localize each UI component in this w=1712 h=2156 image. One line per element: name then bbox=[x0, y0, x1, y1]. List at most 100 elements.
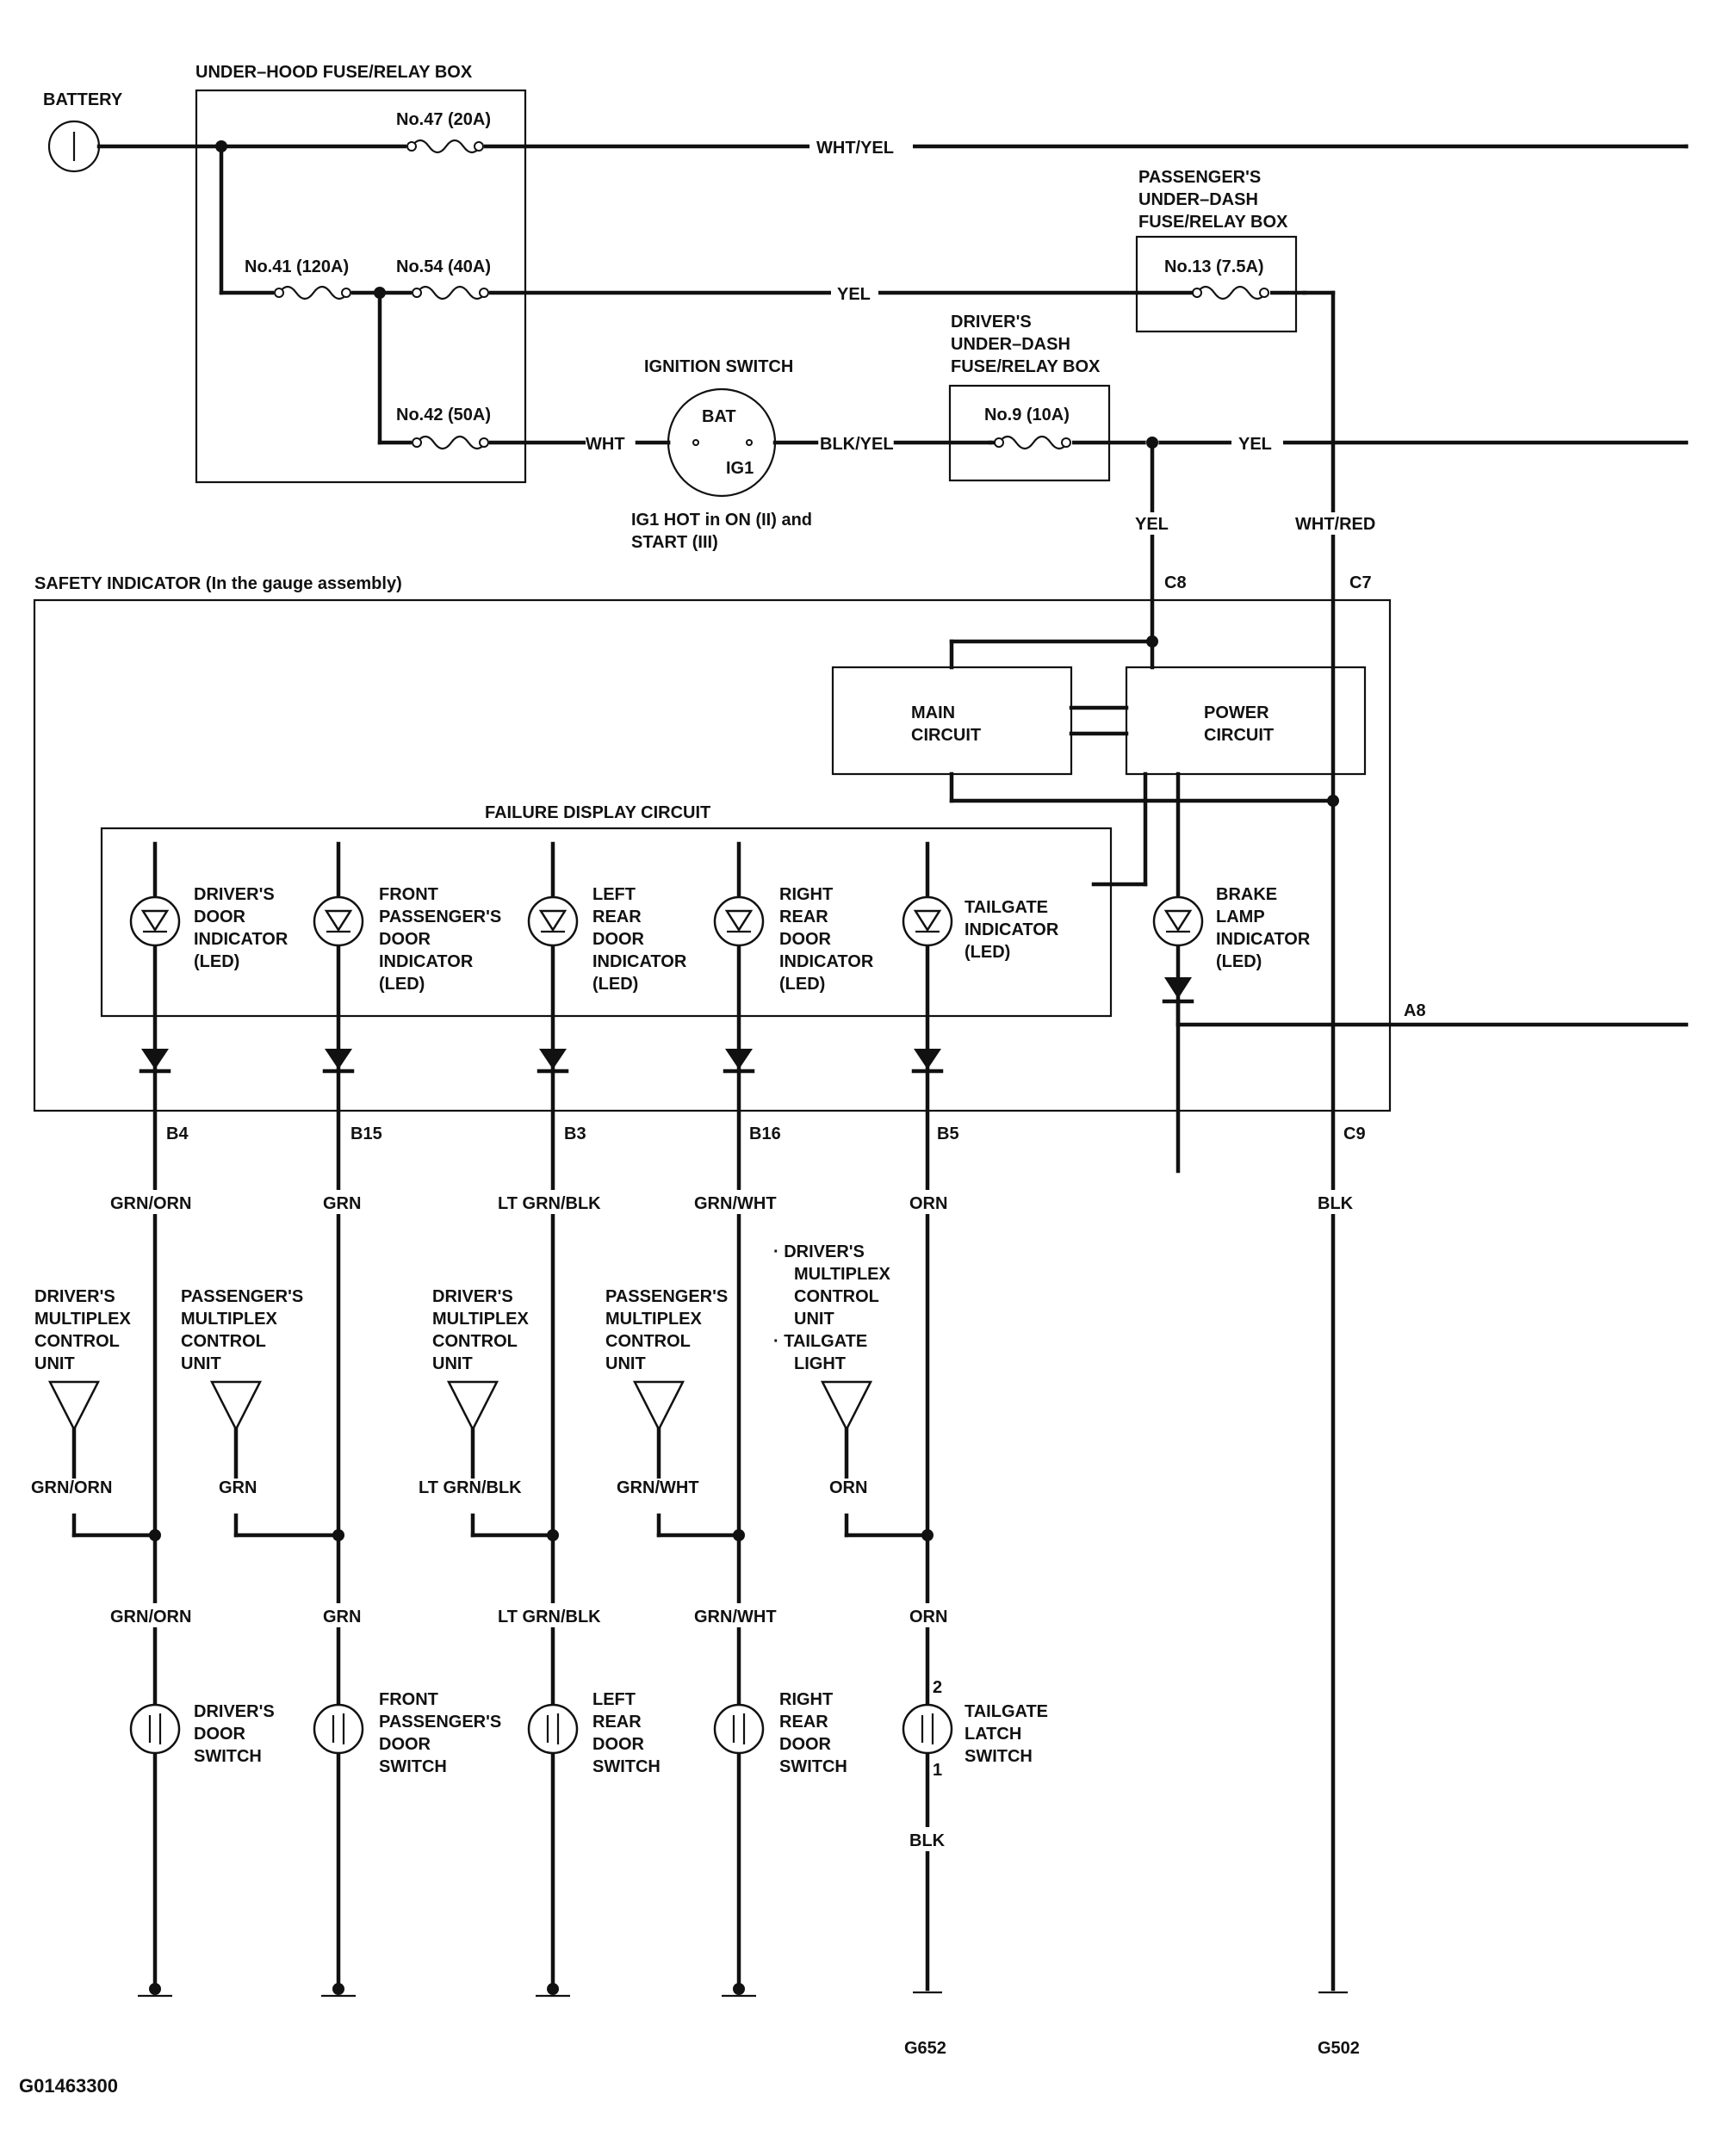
wire2-c5: ORN bbox=[909, 1608, 947, 1626]
power-circuit-block bbox=[1125, 666, 1367, 776]
wire-c9-color: BLK bbox=[1318, 1194, 1354, 1213]
sw3-l3: DOOR bbox=[592, 1735, 645, 1754]
failure-display-label: FAILURE DISPLAY CIRCUIT bbox=[485, 803, 710, 822]
sw5-l1: TAILGATE bbox=[965, 1702, 1048, 1721]
cu2-l4: UNIT bbox=[181, 1354, 221, 1373]
ground-points bbox=[138, 1983, 1348, 1998]
power-circuit-line1: POWER bbox=[1204, 703, 1269, 722]
led-labels: DRIVER'S DOOR INDICATOR (LED) FRONT PASS… bbox=[194, 885, 1059, 994]
wire-wht-yel: WHT/YEL bbox=[816, 139, 894, 158]
fuse-41-symbol bbox=[274, 282, 351, 303]
sw5-l2: LATCH bbox=[965, 1725, 1021, 1744]
led3-l2: REAR bbox=[592, 908, 642, 926]
connector-b16: B16 bbox=[749, 1124, 781, 1143]
sw2-l1: FRONT bbox=[379, 1690, 438, 1709]
led4-l2: REAR bbox=[779, 908, 828, 926]
connector-b3: B3 bbox=[564, 1124, 586, 1143]
led2-l4: INDICATOR bbox=[379, 952, 474, 971]
wire2-c3: LT GRN/BLK bbox=[498, 1608, 601, 1626]
tailgate-pin-2: 2 bbox=[933, 1678, 942, 1697]
battery-label: BATTERY bbox=[43, 90, 123, 109]
connector-a8: A8 bbox=[1404, 1001, 1426, 1020]
connector-b4: B4 bbox=[166, 1124, 189, 1143]
wire-wht-red: WHT/RED bbox=[1295, 515, 1375, 534]
led2-l2: PASSENGER'S bbox=[379, 908, 501, 926]
led1-l2: DOOR bbox=[194, 908, 246, 926]
ground-g502: G502 bbox=[1318, 2039, 1360, 2058]
passenger-box-line2: UNDER–DASH bbox=[1138, 190, 1258, 209]
ignition-bat: BAT bbox=[702, 407, 736, 426]
switch-labels: DRIVER'S DOOR SWITCH FRONT PASSENGER'S D… bbox=[194, 1690, 1048, 1776]
sw2-l3: DOOR bbox=[379, 1735, 431, 1754]
sw3-l1: LEFT bbox=[592, 1690, 636, 1709]
cu5-l6: LIGHT bbox=[794, 1354, 846, 1373]
wire-yel-upper: YEL bbox=[837, 285, 871, 304]
cu5-l2: MULTIPLEX bbox=[794, 1265, 891, 1284]
cu4-l1: PASSENGER'S bbox=[605, 1287, 728, 1306]
wire-b15-color: GRN bbox=[323, 1194, 361, 1213]
cu2-l1: PASSENGER'S bbox=[181, 1287, 303, 1306]
fuse-54-label: No.54 (40A) bbox=[396, 257, 491, 276]
led5-l3: (LED) bbox=[965, 943, 1010, 962]
battery bbox=[47, 120, 101, 173]
led1-l4: (LED) bbox=[194, 952, 239, 971]
sw4-l3: DOOR bbox=[779, 1735, 832, 1754]
branch5-color: ORN bbox=[829, 1478, 867, 1497]
switch-2 bbox=[313, 1703, 364, 1755]
sw2-l2: PASSENGER'S bbox=[379, 1713, 501, 1732]
brake-led-line2: LAMP bbox=[1216, 908, 1265, 926]
wire-yel-driver: YEL bbox=[1238, 435, 1272, 454]
driver-box-line1: DRIVER'S bbox=[951, 313, 1032, 331]
cu1-l1: DRIVER'S bbox=[34, 1287, 115, 1306]
connector-b15: B15 bbox=[350, 1124, 382, 1143]
cu4-l3: CONTROL bbox=[605, 1332, 691, 1351]
tailgate-pin-1: 1 bbox=[933, 1761, 942, 1780]
column-2 bbox=[313, 841, 364, 1992]
wire2-c4: GRN/WHT bbox=[694, 1608, 777, 1626]
branch4-color: GRN/WHT bbox=[617, 1478, 699, 1497]
connector-c7: C7 bbox=[1349, 573, 1372, 592]
door-switches bbox=[129, 1703, 953, 1755]
led1-l1: DRIVER'S bbox=[194, 885, 275, 904]
under-hood-fuse-box-label: UNDER–HOOD FUSE/RELAY BOX bbox=[195, 63, 473, 82]
ground-g652: G652 bbox=[904, 2039, 946, 2058]
fuse-41-label: No.41 (120A) bbox=[245, 257, 349, 276]
branch2-color: GRN bbox=[219, 1478, 257, 1497]
column-1 bbox=[129, 841, 181, 1992]
ignition-note-line2: START (III) bbox=[631, 533, 718, 552]
main-circuit-line2: CIRCUIT bbox=[911, 726, 981, 745]
control-unit-labels: DRIVER'S MULTIPLEX CONTROL UNIT PASSENGE… bbox=[34, 1242, 891, 1373]
column-3 bbox=[527, 841, 579, 1992]
wire-b16-color: GRN/WHT bbox=[694, 1194, 777, 1213]
connector-c8: C8 bbox=[1164, 573, 1187, 592]
switch-5 bbox=[902, 1703, 953, 1755]
branch1-color: GRN/ORN bbox=[31, 1478, 112, 1497]
led3-l1: LEFT bbox=[592, 885, 636, 904]
cu4-l2: MULTIPLEX bbox=[605, 1310, 703, 1329]
ignition-switch bbox=[667, 387, 777, 498]
driver-box-line3: FUSE/RELAY BOX bbox=[951, 357, 1101, 376]
fuse-9-label: No.9 (10A) bbox=[984, 406, 1070, 424]
led4-l1: RIGHT bbox=[779, 885, 833, 904]
figure-id: G01463300 bbox=[19, 2075, 118, 2097]
sw4-l4: SWITCH bbox=[779, 1757, 847, 1776]
cu3-l2: MULTIPLEX bbox=[432, 1310, 530, 1329]
failure-display-circuit-box bbox=[100, 827, 1113, 1018]
passenger-box-line3: FUSE/RELAY BOX bbox=[1138, 213, 1288, 232]
column-5 bbox=[902, 841, 953, 1992]
wire-wht: WHT bbox=[586, 435, 625, 454]
ignition-ig1: IG1 bbox=[726, 459, 754, 478]
connector-c9: C9 bbox=[1343, 1124, 1366, 1143]
cu1-l4: UNIT bbox=[34, 1354, 75, 1373]
cu5-l5: · TAILGATE bbox=[773, 1332, 867, 1351]
fuse-13-label: No.13 (7.5A) bbox=[1164, 257, 1264, 276]
sw3-l4: SWITCH bbox=[592, 1757, 661, 1776]
led2-l5: (LED) bbox=[379, 975, 425, 994]
led4-l4: INDICATOR bbox=[779, 952, 874, 971]
brake-led-line4: (LED) bbox=[1216, 952, 1262, 971]
safety-indicator-box bbox=[33, 598, 1392, 1112]
wire2-c1: GRN/ORN bbox=[110, 1608, 191, 1626]
brake-led-line1: BRAKE bbox=[1216, 885, 1277, 904]
led5-l1: TAILGATE bbox=[965, 898, 1048, 917]
